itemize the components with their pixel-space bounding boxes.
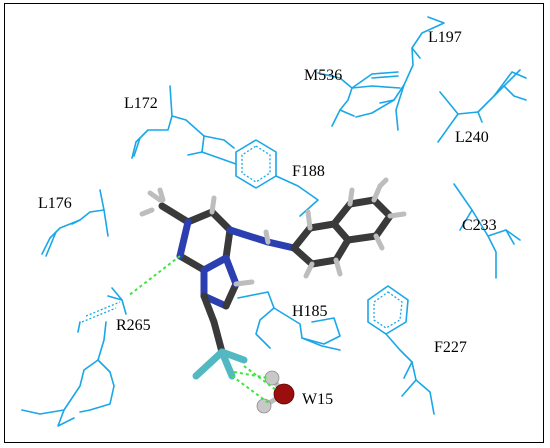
hydrogen-bonds bbox=[127, 255, 277, 405]
ligand-c-bond bbox=[308, 256, 340, 268]
label-l197: L197 bbox=[428, 29, 462, 46]
label-l176: L176 bbox=[38, 195, 72, 212]
ligand-h-bond bbox=[263, 229, 271, 245]
binding-site-residues bbox=[21, 16, 527, 427]
ligand-f-bond bbox=[218, 348, 248, 364]
ligand-c-bond bbox=[344, 232, 380, 244]
ligand-h-bond bbox=[147, 190, 163, 203]
residue-labels: L197 M536 L172 L240 F188 L176 C233 R265 … bbox=[38, 29, 497, 408]
ligand-h-bond bbox=[305, 209, 313, 231]
ligand-h-bond bbox=[387, 211, 407, 219]
hbond-ligand-water bbox=[231, 375, 271, 405]
label-m536: M536 bbox=[304, 67, 342, 84]
ligand-h-bond bbox=[209, 195, 217, 215]
hbond-ligand-water bbox=[243, 365, 277, 391]
label-w15: W15 bbox=[302, 391, 333, 408]
ligand-n-bond bbox=[200, 254, 230, 274]
residue-l172-sticks bbox=[131, 85, 235, 159]
ligand-h-bond bbox=[303, 261, 315, 279]
residue-h185-sticks bbox=[237, 291, 341, 351]
ligand-c-bond bbox=[158, 202, 192, 226]
label-r265: R265 bbox=[116, 317, 151, 334]
ligand-c-bond bbox=[176, 252, 208, 274]
ligand-f-bond bbox=[192, 348, 226, 380]
ligand-h-bond bbox=[347, 187, 355, 207]
ligand-h-bond bbox=[139, 207, 155, 217]
ligand-c-bond bbox=[222, 280, 240, 310]
label-f188: F188 bbox=[292, 163, 325, 180]
label-h185: H185 bbox=[292, 303, 328, 320]
label-l240: L240 bbox=[455, 129, 489, 146]
residue-l240-sticks bbox=[437, 69, 527, 143]
water-hydrogen-atom bbox=[256, 398, 272, 414]
water-hydrogen-atom bbox=[264, 370, 280, 386]
residue-r265-sticks bbox=[21, 287, 127, 427]
ligand-h-bond bbox=[157, 187, 166, 203]
ligand-h-bond bbox=[371, 183, 383, 203]
ligand-n-bond bbox=[176, 218, 192, 260]
ligand-c-bond bbox=[330, 200, 354, 228]
ligand-c-bond bbox=[330, 220, 352, 244]
ligand-c-bond bbox=[290, 224, 314, 252]
ligand-c-bond bbox=[208, 208, 234, 234]
hbond-ligand-r265 bbox=[127, 255, 181, 297]
label-l172: L172 bbox=[124, 95, 158, 112]
ligand-c-bond bbox=[184, 208, 216, 226]
residue-l176-sticks bbox=[41, 189, 109, 257]
ligand-c-bond bbox=[210, 318, 226, 356]
ligand-h-bond bbox=[333, 257, 343, 277]
label-c233: C233 bbox=[462, 217, 497, 234]
ligand-c-bond bbox=[306, 220, 338, 232]
residue-f227-sticks bbox=[367, 285, 435, 415]
ligand-n-bond bbox=[226, 226, 272, 246]
water-molecule bbox=[256, 370, 295, 414]
ligand-molecule bbox=[139, 177, 407, 380]
ligand-h-bond bbox=[373, 233, 385, 251]
ligand-c-bond bbox=[372, 212, 394, 240]
ligand-c-bond bbox=[346, 196, 378, 208]
hbond-ligand-water bbox=[233, 371, 269, 379]
figure-frame bbox=[4, 3, 544, 443]
label-f227: F227 bbox=[434, 339, 467, 356]
residue-c233-sticks bbox=[453, 183, 521, 279]
water-oxygen-atom bbox=[273, 383, 295, 405]
residue-l197-sticks bbox=[355, 16, 445, 131]
ligand-h-bond bbox=[377, 177, 389, 189]
ligand-c-bond bbox=[200, 292, 218, 326]
ligand-h-bond bbox=[233, 279, 255, 287]
ligand-c-bond bbox=[290, 244, 316, 268]
ligand-c-bond bbox=[370, 196, 394, 220]
residue-f188-sticks bbox=[201, 139, 319, 217]
ligand-n-bond bbox=[264, 238, 298, 252]
residue-m536-sticks bbox=[317, 71, 401, 127]
ligand-c-bond bbox=[332, 236, 352, 264]
ligand-n-bond bbox=[222, 254, 240, 288]
ligand-c-bond bbox=[222, 226, 234, 262]
